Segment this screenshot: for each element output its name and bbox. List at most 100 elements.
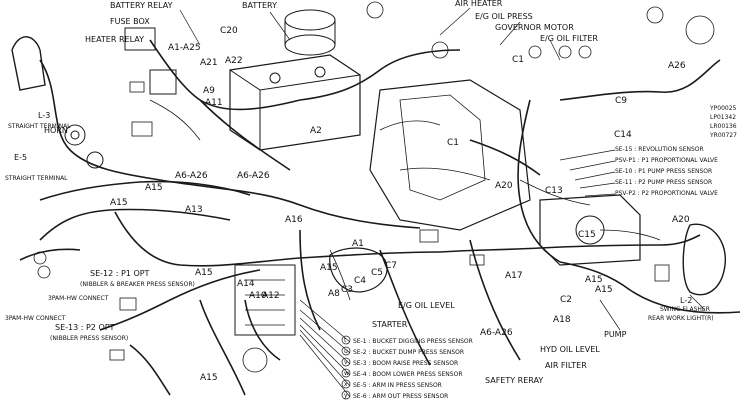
battery-symbol xyxy=(229,54,361,151)
label-eg-oil-level: E/G OIL LEVEL xyxy=(398,301,455,310)
ref-a8: A8 xyxy=(328,289,340,299)
label-heater-relay: HEATER RELAY xyxy=(85,35,144,44)
label-se12-sub: (NIBBLER & BREAKER PRESS SENSOR) xyxy=(80,281,195,288)
lamp-l3-symbol xyxy=(11,36,46,91)
ref-a15: A15 xyxy=(195,268,213,278)
legend-se10: SE-10 : P1 PUMP PRESS SENSOR xyxy=(615,168,712,175)
legend-se5: SE-5 : ARM IN PRESS SENSOR xyxy=(353,382,442,389)
ref-a6-a26: A6-A26 xyxy=(237,171,270,181)
label-battery-relay: BATTERY RELAY xyxy=(110,1,173,10)
pump-symbol xyxy=(539,194,641,266)
ref-a9: A9 xyxy=(203,86,215,96)
label-safety-relay: SAFETY RERAY xyxy=(485,376,543,385)
label-air-heater: AIR HEATER xyxy=(455,0,503,8)
ref-c1: C1 xyxy=(512,55,524,65)
label-hyd-oil-level: HYD OIL LEVEL xyxy=(540,345,600,354)
ref-c3: C3 xyxy=(341,285,353,295)
ref-a26: A26 xyxy=(668,61,686,71)
reference-designators: A15 A15 A6-A26 A6-A26 A16 A13 A9 A11 A21… xyxy=(110,26,690,383)
legend-se3: SE-3 : BOOM RAISE PRESS SENSOR xyxy=(353,360,458,367)
label-connect-3pam-2: 3PAM-HW CONNECT xyxy=(5,315,66,322)
ref-a13: A13 xyxy=(185,205,203,215)
legend-se4: SE-4 : BOOM LOWER PRESS SENSOR xyxy=(353,371,463,378)
ref-a10: A10 xyxy=(249,291,267,301)
ref-a6-a26: A6-A26 xyxy=(480,328,513,338)
legend-code: x xyxy=(344,381,348,388)
ref-a12: A12 xyxy=(262,291,280,301)
legend-psv-p1: PSV-P1 : P1 PROPORTIONAL VALVE xyxy=(615,157,718,164)
label-se12: SE-12 : P1 OPT xyxy=(90,269,150,278)
legend-psv-p2: PSV-P2 : P2 PROPORTIONAL VALVE xyxy=(615,190,718,197)
air-filter-symbol xyxy=(284,9,336,56)
ref-c14: C14 xyxy=(614,130,632,140)
label-l3: L-3 xyxy=(38,111,50,120)
legend-se2: SE-2 : BUCKET DUMP PRESS SENSOR xyxy=(353,349,464,356)
ref-c15: C15 xyxy=(578,230,596,240)
ref-a20: A20 xyxy=(672,215,690,225)
part-number: LR00136 xyxy=(710,123,737,130)
ref-a18: A18 xyxy=(553,315,571,325)
thin-wires xyxy=(149,99,661,301)
label-fuse-box: FUSE BOX xyxy=(110,17,150,26)
ref-a15: A15 xyxy=(110,198,128,208)
ref-a2: A2 xyxy=(310,126,322,136)
part-number: YP00025 xyxy=(709,105,737,112)
ref-c20: C20 xyxy=(220,26,238,36)
sensor-legend-right: SE-15 : REVOLUTION SENSOR PSV-P1 : P1 PR… xyxy=(615,146,718,197)
label-pump: PUMP xyxy=(604,330,627,339)
ref-a15: A15 xyxy=(585,275,603,285)
label-battery: BATTERY xyxy=(242,1,277,10)
part-number: YR00727 xyxy=(709,132,737,139)
label-starter: STARTER xyxy=(372,320,408,329)
ref-a15: A15 xyxy=(200,373,218,383)
label-eg-oil-press: E/G OIL PRESS xyxy=(475,12,533,21)
ref-c5: C5 xyxy=(371,268,383,278)
ref-c9: C9 xyxy=(615,96,627,106)
legend-se11: SE-11 : P2 PUMP PRESS SENSOR xyxy=(615,179,712,186)
part-number-list: YP00025 LP01342 LR00136 YR00727 xyxy=(709,105,737,139)
ref-a14: A14 xyxy=(237,279,255,289)
label-se13: SE-13 : P2 OPT xyxy=(55,323,115,332)
label-e5: E-5 xyxy=(14,153,27,162)
leader-lines xyxy=(179,7,706,398)
ref-c7: C7 xyxy=(385,261,397,271)
legend-se15: SE-15 : REVOLUTION SENSOR xyxy=(615,146,704,153)
connector-markers xyxy=(33,1,715,373)
label-governor-motor: GOVERNOR MOTOR xyxy=(495,23,574,32)
label-eg-oil-filter: E/G OIL FILTER xyxy=(540,34,598,43)
label-swing-flasher: SWING FLASHER xyxy=(660,306,710,313)
legend-se6: SE-6 : ARM OUT PRESS SENSOR xyxy=(353,393,448,400)
legend-code: v xyxy=(344,359,348,366)
ref-c2: C2 xyxy=(560,295,572,305)
ref-a20: A20 xyxy=(495,181,513,191)
component-labels: BATTERY RELAY FUSE BOX HEATER RELAY BATT… xyxy=(5,0,714,385)
ref-a6-a26: A6-A26 xyxy=(175,171,208,181)
ref-a15: A15 xyxy=(145,183,163,193)
starter-symbol xyxy=(329,247,388,293)
legend-code: u xyxy=(344,348,348,355)
ref-a1-a25: A1-A25 xyxy=(168,43,201,53)
fuse-box-symbol xyxy=(124,27,177,95)
ref-c4: C4 xyxy=(354,276,366,286)
legend-se1: SE-1 : BUCKET DIGGING PRESS SENSOR xyxy=(353,338,473,345)
ref-c13: C13 xyxy=(545,186,563,196)
label-air-filter: AIR FILTER xyxy=(545,361,587,370)
ref-c1: C1 xyxy=(447,138,459,148)
label-horn: HORN xyxy=(44,126,68,135)
label-connect-3pam-1: 3PAM-HW CONNECT xyxy=(48,295,109,302)
label-l2: L-2 xyxy=(680,296,692,305)
sensor-legend-bottom: t SE-1 : BUCKET DIGGING PRESS SENSOR u S… xyxy=(341,335,473,400)
legend-code: y xyxy=(344,392,348,399)
rear-work-light-symbol xyxy=(682,223,726,296)
horn-symbol xyxy=(64,124,104,169)
ref-a16: A16 xyxy=(285,215,303,225)
ref-a17: A17 xyxy=(505,271,523,281)
ref-a15: A15 xyxy=(595,285,613,295)
label-se13-sub: (NIBBLER PRESS SENSOR) xyxy=(50,335,128,342)
ref-a15: A15 xyxy=(320,263,338,273)
ref-a21: A21 xyxy=(200,58,218,68)
safety-relay-symbol xyxy=(234,264,296,336)
label-straight-terminal-2: STRAIGHT TERMINAL xyxy=(5,175,68,182)
ref-a22: A22 xyxy=(225,56,243,66)
